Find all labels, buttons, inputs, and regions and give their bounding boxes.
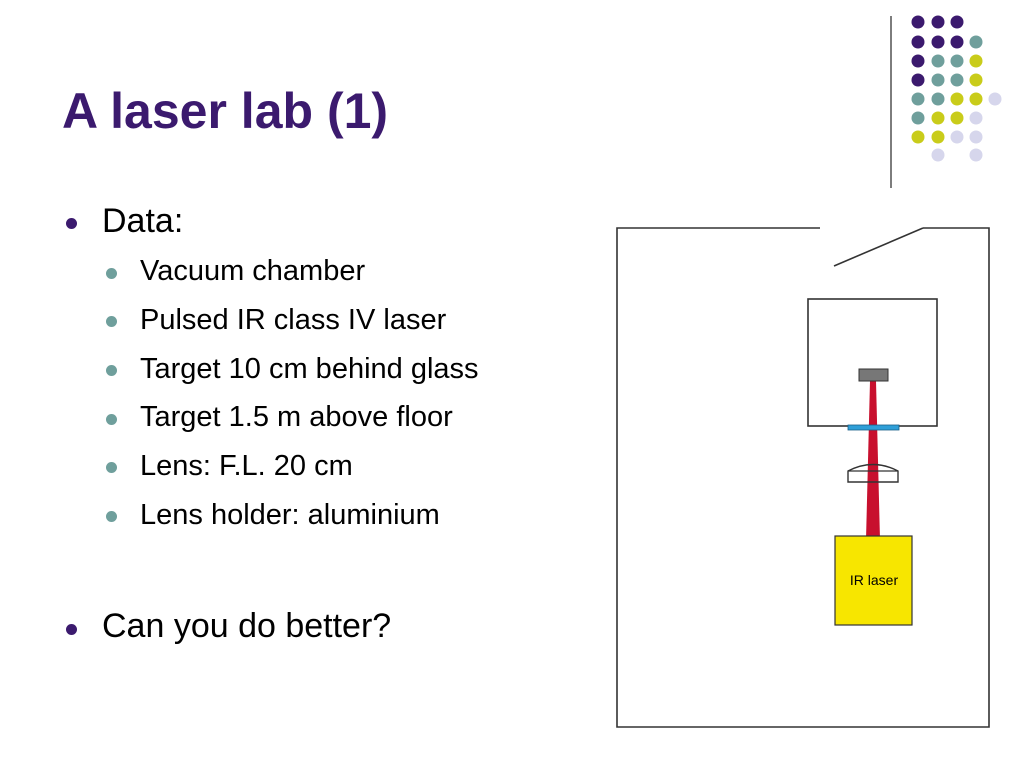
sub-bullet-lens-fl: Lens: F.L. 20 cm	[140, 450, 353, 482]
decorative-dot	[931, 111, 945, 125]
sub-bullet-dot	[106, 462, 117, 473]
sub-bullet-target-glass: Target 10 cm behind glass	[140, 353, 479, 385]
decorative-dot	[950, 73, 964, 87]
bullet-can-you-do-better: Can you do better?	[102, 607, 392, 645]
decorative-dot	[911, 15, 925, 29]
ir-laser-label: IR laser	[850, 572, 899, 588]
decorative-dot	[950, 54, 964, 68]
decorative-dot	[911, 35, 925, 49]
ir-laser-box	[834, 535, 913, 626]
decorative-dot	[931, 130, 945, 144]
decorative-dot	[950, 35, 964, 49]
decorative-dot	[911, 130, 925, 144]
bullet-dot	[66, 218, 77, 229]
decorative-dot	[950, 15, 964, 29]
decorative-dot	[931, 73, 945, 87]
sub-bullet-vacuum-chamber: Vacuum chamber	[140, 255, 366, 287]
sub-bullet-dot	[106, 511, 117, 522]
chamber-window	[847, 424, 900, 431]
decorative-dot	[969, 92, 983, 106]
decorative-divider-line	[890, 16, 892, 188]
decorative-dot	[911, 54, 925, 68]
decorative-dot	[931, 35, 945, 49]
decorative-dot	[950, 130, 964, 144]
door-line	[833, 227, 924, 267]
decorative-dot	[911, 111, 925, 125]
laser-lab-diagram: IR laser	[616, 227, 990, 728]
decorative-dot	[950, 92, 964, 106]
sub-bullet-dot	[106, 268, 117, 279]
laser-beam	[866, 381, 880, 540]
decorative-dot	[969, 148, 983, 162]
room-wall	[616, 227, 990, 728]
decorative-dot	[969, 130, 983, 144]
decorative-dot	[911, 92, 925, 106]
decorative-dot	[969, 54, 983, 68]
slide-title: A laser lab (1)	[62, 83, 389, 139]
decorative-dot	[931, 92, 945, 106]
sub-bullet-lens-holder: Lens holder: aluminium	[140, 499, 440, 531]
decorative-dot	[931, 15, 945, 29]
sub-bullet-dot	[106, 365, 117, 376]
decorative-dot	[950, 111, 964, 125]
decorative-dot	[911, 73, 925, 87]
sub-bullet-laser-class: Pulsed IR class IV laser	[140, 304, 447, 336]
bullet-data: Data:	[102, 202, 184, 240]
target	[858, 368, 889, 382]
sub-bullet-dot	[106, 316, 117, 327]
bullet-dot	[66, 624, 77, 635]
decorative-dot	[969, 111, 983, 125]
sub-bullet-dot	[106, 414, 117, 425]
decorative-dot	[931, 54, 945, 68]
decorative-dot	[988, 92, 1002, 106]
decorative-dot-pattern	[911, 15, 1002, 162]
decorative-dot	[931, 148, 945, 162]
decorative-dot	[969, 35, 983, 49]
sub-bullet-target-floor: Target 1.5 m above floor	[140, 401, 453, 433]
decorative-dot	[969, 73, 983, 87]
